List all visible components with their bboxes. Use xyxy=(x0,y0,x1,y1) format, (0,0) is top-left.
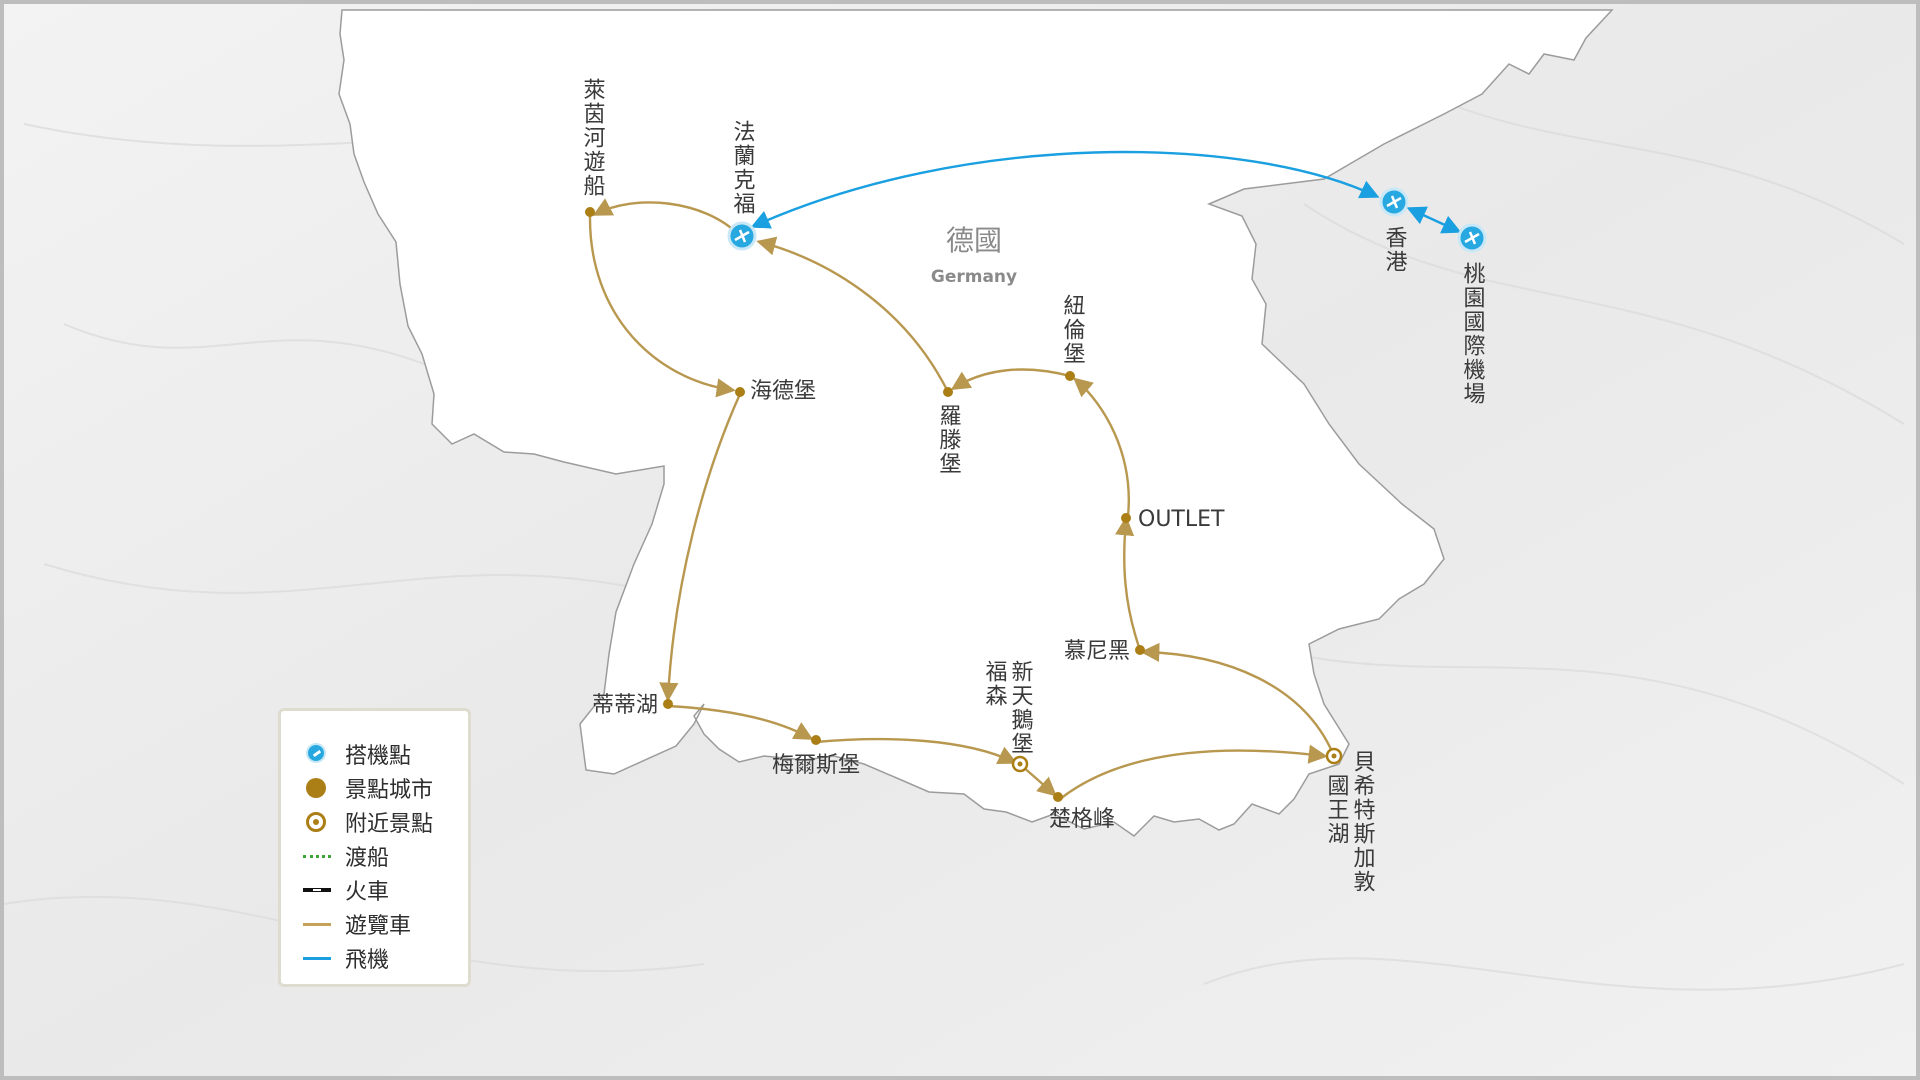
bus-line-icon xyxy=(303,912,337,936)
legend-item-ferry: 渡船 xyxy=(303,839,468,873)
hongkong-label: 香港 xyxy=(1382,226,1408,274)
outlet-label: OUTLET xyxy=(1138,507,1225,532)
hongkong-airport-icon xyxy=(1379,187,1409,217)
marble-veins xyxy=(4,83,1905,991)
route-heidelberg-to-titisee xyxy=(659,393,742,702)
rothenburg-dot xyxy=(943,387,953,397)
heidelberg-label: 海德堡 xyxy=(750,379,816,404)
map-legend: 搭機點 景點城市 附近景點 渡船 火車 遊覽車 飛機 xyxy=(278,708,471,987)
zugspitze-label: 楚格峰 xyxy=(1049,807,1115,832)
country-name-zh: 德國 xyxy=(946,224,1002,257)
airport-markers xyxy=(727,187,1487,253)
munich-dot xyxy=(1135,645,1145,655)
meersburg-dot xyxy=(811,735,821,745)
heidelberg-dot xyxy=(735,387,745,397)
country-name-en: Germany xyxy=(931,267,1017,287)
legend-item-train: 火車 xyxy=(303,873,468,907)
city-markers xyxy=(585,207,1145,802)
neuschwanstein-label: 新天鵝堡 xyxy=(1008,660,1034,756)
rothenburg-label: 羅滕堡 xyxy=(936,404,962,476)
rhine-cruise-dot xyxy=(585,207,595,217)
taoyuan-airport-icon xyxy=(1457,223,1487,253)
route-hongkong-to-taoyuan xyxy=(1406,206,1462,234)
legend-item-bus: 遊覽車 xyxy=(303,907,468,941)
nearby-markers xyxy=(1011,747,1343,773)
legend-item-city: 景點城市 xyxy=(303,771,468,805)
route-hongkong-to-frankfurt xyxy=(750,150,1380,229)
munich-label: 慕尼黑 xyxy=(1064,639,1130,664)
route-meersburg-to-neuschwanstein xyxy=(815,737,1018,765)
legend-item-airport: 搭機點 xyxy=(303,737,468,771)
ferry-line-icon xyxy=(303,844,337,868)
titisee-dot xyxy=(663,699,673,709)
route-berchtesgaden-to-munich xyxy=(1140,642,1336,757)
route-rhine-to-heidelberg xyxy=(588,215,736,398)
plane-line-icon xyxy=(303,946,337,970)
taoyuan-label: 桃園國際機場 xyxy=(1460,262,1486,406)
legend-label: 景點城市 xyxy=(345,778,434,803)
legend-label: 搭機點 xyxy=(345,744,412,769)
titisee-label: 蒂蒂湖 xyxy=(592,693,658,718)
legend-label: 遊覽車 xyxy=(345,914,412,939)
route-zugspitze-to-berchtesgaden xyxy=(1059,744,1328,800)
route-rothenburg-to-frankfurt xyxy=(756,236,950,393)
meersburg-label: 梅爾斯堡 xyxy=(772,753,860,778)
legend-label: 渡船 xyxy=(345,846,390,871)
fussen-label: 福森 xyxy=(982,660,1008,708)
route-munich-to-outlet xyxy=(1115,516,1142,651)
nuremberg-dot xyxy=(1065,371,1075,381)
frankfurt-label: 法蘭克福 xyxy=(730,120,756,216)
route-titisee-to-meersburg xyxy=(667,704,814,740)
route-nuremberg-to-rothenburg xyxy=(950,368,1071,391)
outlet-dot xyxy=(1121,513,1131,523)
nuremberg-label: 紐倫堡 xyxy=(1060,294,1086,366)
legend-item-plane: 飛機 xyxy=(303,941,468,975)
train-line-icon xyxy=(303,878,337,902)
airport-icon xyxy=(303,742,337,766)
nearby-attraction-icon xyxy=(303,810,337,834)
legend-label: 飛機 xyxy=(345,948,390,973)
route-frankfurt-to-rhine xyxy=(592,198,741,237)
rhine-cruise-label: 萊茵河遊船 xyxy=(580,78,606,198)
frankfurt-airport-icon xyxy=(727,221,757,251)
zugspitze-dot xyxy=(1053,792,1063,802)
konigssee-label: 國王湖 xyxy=(1324,774,1350,846)
legend-item-nearby: 附近景點 xyxy=(303,805,468,839)
route-lines xyxy=(588,150,1462,800)
berchtesgaden-label: 貝希特斯加敦 xyxy=(1350,750,1376,894)
route-outlet-to-nuremberg xyxy=(1073,377,1130,517)
route-neuschwanstein-to-zugspitze xyxy=(1021,765,1057,797)
legend-label: 火車 xyxy=(345,880,390,905)
legend-label: 附近景點 xyxy=(345,812,434,837)
city-dot-icon xyxy=(303,776,337,800)
germany-landmass xyxy=(338,9,1614,837)
